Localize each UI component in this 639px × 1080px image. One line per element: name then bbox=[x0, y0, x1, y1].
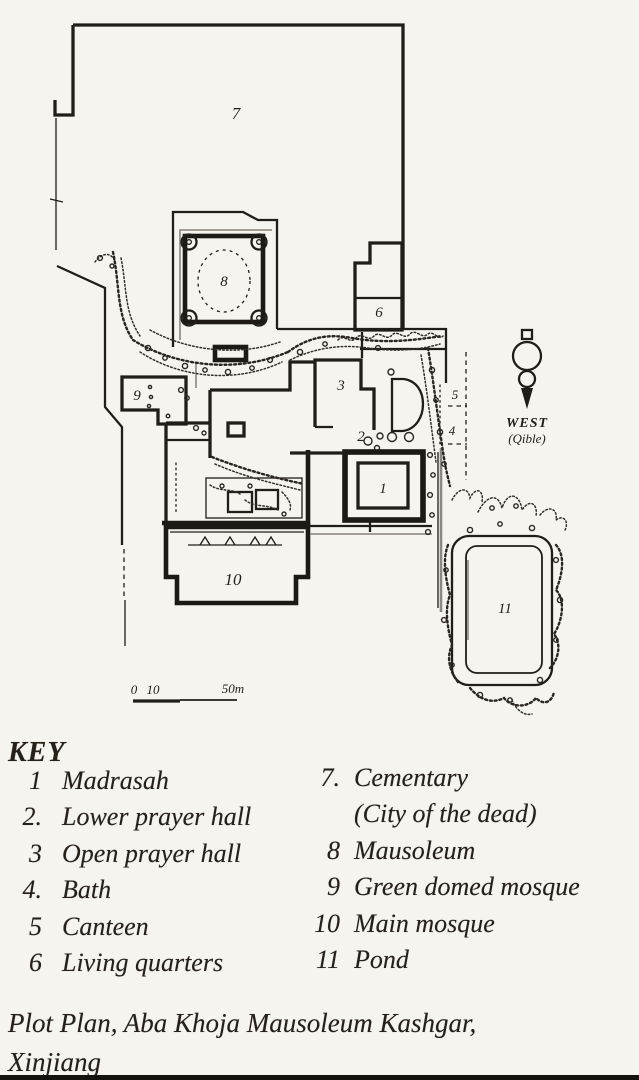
key-num: 11 bbox=[315, 944, 340, 974]
key-label: Cementary bbox=[354, 763, 469, 792]
key-item-cementary-note: (City of the dead) bbox=[298, 799, 580, 835]
key-item-bath: 4. Bath bbox=[12, 875, 251, 911]
plan-label-madrasah: 1 bbox=[379, 481, 387, 497]
key-item-madrasah: 1 Madrasah bbox=[12, 766, 251, 802]
plan-label-mausoleum: 8 bbox=[220, 274, 228, 290]
mausoleum-complex: 8 bbox=[171, 210, 279, 363]
compass-pointer bbox=[521, 388, 533, 409]
plan-label-pond: 11 bbox=[498, 601, 512, 617]
plan-label-canteen: 5 bbox=[452, 387, 459, 402]
plan-label-cementary: 7 bbox=[232, 104, 242, 123]
courtyard bbox=[164, 360, 345, 530]
green-domed-mosque: 9 bbox=[120, 375, 188, 426]
key-item-living-quarters: 6 Living quarters bbox=[12, 948, 251, 984]
key-item-cementary: 7. Cementary bbox=[298, 763, 580, 799]
plot-plan-drawing: 7 8 6 bbox=[49, 23, 568, 716]
key-item-mausoleum: 8 Mausoleum bbox=[298, 836, 580, 872]
key-label: Madrasah bbox=[62, 766, 169, 795]
key-label: Bath bbox=[62, 875, 112, 905]
key-label: (City of the dead) bbox=[354, 799, 537, 829]
key-num: 4. bbox=[22, 875, 43, 905]
caption-line-1: Plot Plan, Aba Khoja Mausoleum Kashgar, bbox=[8, 1008, 477, 1038]
key-label: Green domed mosque bbox=[354, 872, 580, 902]
key-item-main-mosque: 10 Main mosque bbox=[298, 909, 580, 945]
main-mosque: 10 bbox=[162, 520, 311, 606]
key-num: 5 bbox=[29, 911, 42, 941]
key-column-right: 7. Cementary (City of the dead) 8 Mausol… bbox=[298, 763, 580, 981]
pond-vegetation bbox=[440, 489, 568, 716]
plan-label-main-mosque: 10 bbox=[225, 570, 243, 589]
east-wall-lines bbox=[310, 448, 443, 612]
key-label: Open prayer hall bbox=[62, 838, 242, 868]
open-prayer-hall: 3 2 bbox=[313, 358, 376, 445]
plan-label-living-quarters: 6 bbox=[375, 305, 383, 321]
plan-label-green-domed-mosque: 9 bbox=[133, 388, 141, 404]
key-label: Living quarters bbox=[62, 947, 224, 977]
pond: 11 bbox=[450, 534, 554, 687]
key-title: KEY bbox=[8, 737, 66, 768]
key-label: Lower prayer hall bbox=[62, 802, 252, 832]
plan-label-lower-prayer-hall: 2 bbox=[357, 429, 365, 445]
key-label: Mausoleum bbox=[354, 835, 476, 865]
lower-courtyard-structure bbox=[205, 477, 303, 519]
compass-rose: WEST (Qible) bbox=[506, 328, 549, 446]
scale-zero-label: 0 bbox=[131, 682, 138, 697]
key-num: 7. bbox=[320, 763, 341, 792]
key-item-open-prayer-hall: 3 Open prayer hall bbox=[12, 839, 251, 875]
key-num: 2. bbox=[22, 802, 43, 832]
madrasah: 1 bbox=[342, 449, 426, 532]
compass-direction-label: WEST bbox=[506, 416, 549, 431]
key-column-left: 1 Madrasah 2. Lower prayer hall 3 Open p… bbox=[12, 766, 252, 984]
key-num: 9 bbox=[327, 872, 340, 902]
compass-qibla-label: (Qible) bbox=[508, 431, 546, 446]
compass-finial bbox=[520, 328, 534, 341]
scale-bar: 0 10 50m bbox=[131, 681, 244, 703]
key-label: Canteen bbox=[62, 911, 149, 941]
key-num: 6 bbox=[29, 947, 42, 977]
plot-plan: 7 8 6 bbox=[49, 23, 568, 716]
bath-canteen-strip: 5 4 bbox=[439, 352, 467, 480]
cemetery-outline: 7 bbox=[53, 23, 405, 328]
key-num: 1 bbox=[29, 766, 42, 795]
key-item-pond: 11 Pond bbox=[298, 945, 580, 981]
caption-line-2: Xinjiang bbox=[8, 1047, 101, 1077]
scale-ten-label: 10 bbox=[147, 682, 161, 697]
site-boundary-west bbox=[49, 118, 126, 646]
key-item-canteen: 5 Canteen bbox=[12, 912, 251, 948]
mausoleum-gate bbox=[212, 344, 249, 363]
key-num: 3 bbox=[29, 838, 42, 868]
apse-structure bbox=[363, 368, 425, 452]
courtyard-well bbox=[226, 421, 246, 438]
key-num: 10 bbox=[314, 908, 340, 938]
key-label: Pond bbox=[354, 944, 409, 974]
plan-label-bath: 4 bbox=[449, 423, 456, 438]
key-item-lower-prayer-hall: 2. Lower prayer hall bbox=[12, 802, 252, 838]
key-item-green-domed-mosque: 9 Green domed mosque bbox=[298, 872, 580, 908]
scale-fifty-label: 50m bbox=[222, 681, 244, 696]
key-label: Main mosque bbox=[354, 908, 495, 938]
plan-label-open-prayer-hall: 3 bbox=[336, 378, 345, 394]
scan-edge-artifact bbox=[0, 1075, 639, 1080]
key-num: 8 bbox=[327, 835, 340, 865]
figure-caption: Plot Plan, Aba Khoja Mausoleum Kashgar, … bbox=[8, 1004, 476, 1080]
vegetation-scrub bbox=[94, 250, 452, 536]
